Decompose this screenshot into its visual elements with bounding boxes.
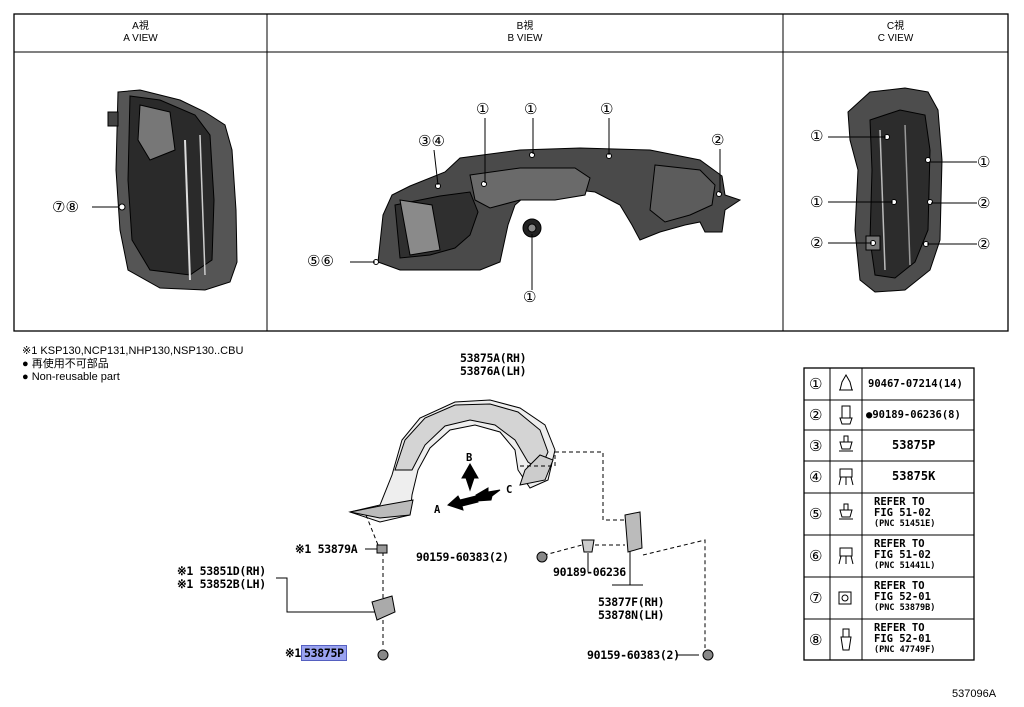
b-view-title-en: B VIEW bbox=[507, 33, 543, 44]
part-53875p-mark: ※1 bbox=[285, 646, 301, 660]
push-clip-icon bbox=[838, 547, 854, 565]
hardware-drawings bbox=[371, 511, 714, 661]
note-non-reusable-jp: ● 再使用不可部品 bbox=[22, 358, 109, 370]
c-view-liner-drawing bbox=[847, 87, 943, 293]
legend-ref-7-pnc: (PNC 53879B) bbox=[874, 603, 936, 613]
push-clip-icon bbox=[838, 468, 854, 486]
b-view-liner-drawing bbox=[373, 147, 742, 271]
part-53851d-rh[interactable]: ※1 53851D(RH) bbox=[177, 564, 266, 578]
assembly-leaders bbox=[276, 451, 706, 656]
part-90159-60383-top[interactable]: 90159-60383(2) bbox=[416, 550, 509, 564]
part-53878n-lh[interactable]: 53878N(LH) bbox=[598, 608, 665, 622]
c-view-callout-1c: ① bbox=[810, 193, 824, 211]
b-view-callout-1c: ① bbox=[600, 100, 614, 118]
note-applicable-models: ※1 KSP130,NCP131,NHP130,NSP130..CBU bbox=[22, 345, 244, 357]
legend-ref-7-line1: REFER TO bbox=[874, 580, 925, 592]
legend-ref-6-line1: REFER TO bbox=[874, 538, 925, 550]
a-view-header: A視 A VIEW bbox=[14, 21, 267, 45]
b-view-callout-3-4: ③④ bbox=[418, 132, 445, 150]
b-view-callout-5-6: ⑤⑥ bbox=[307, 252, 334, 270]
legend-ref-6-line2: FIG 51-02 bbox=[874, 549, 931, 561]
legend-ref-6[interactable]: REFER TO FIG 51-02 (PNC 51441L) bbox=[874, 538, 936, 572]
screw-grommet-icon bbox=[839, 405, 853, 425]
part-90159-60383-bottom[interactable]: 90159-60383(2) bbox=[587, 648, 680, 662]
legend-num-4: ④ bbox=[809, 468, 823, 486]
legend-num-5: ⑤ bbox=[809, 505, 823, 523]
part-53852b-lh[interactable]: ※1 53852B(LH) bbox=[177, 577, 266, 591]
legend-part-1[interactable]: 90467-07214(14) bbox=[868, 378, 963, 390]
b-view-callout-1a: ① bbox=[476, 100, 490, 118]
arrow-label-a: A bbox=[434, 504, 441, 516]
c-view-callout-2c: ② bbox=[977, 235, 991, 253]
notes-block: ※1 KSP130,NCP131,NHP130,NSP130..CBU ● 再使… bbox=[22, 345, 243, 384]
part-90189-06236[interactable]: 90189-06236 bbox=[553, 565, 626, 579]
rivet-clip-icon bbox=[840, 628, 852, 651]
b-view-header: B視 B VIEW bbox=[267, 21, 783, 45]
liner-exploded-drawing bbox=[348, 399, 556, 523]
c-view-callout-1b: ① bbox=[977, 153, 991, 171]
part-label-liner[interactable]: 53875A(RH) 53876A(LH) bbox=[460, 351, 527, 378]
a-view-title-jp: A視 bbox=[132, 21, 149, 32]
c-view-title-jp: C視 bbox=[886, 21, 905, 32]
legend-num-2: ② bbox=[809, 406, 823, 424]
note-non-reusable-en: ● Non-reusable part bbox=[22, 371, 120, 383]
part-label-seal[interactable]: 53877F(RH) 53878N(LH) bbox=[598, 595, 665, 622]
b-view-callout-2: ② bbox=[711, 131, 725, 149]
part-53875a-rh[interactable]: 53875A(RH) bbox=[460, 351, 527, 365]
legend-ref-6-pnc: (PNC 51441L) bbox=[874, 561, 936, 571]
legend-part-2[interactable]: ●90189-06236(8) bbox=[866, 409, 961, 421]
legend-ref-5-line1: REFER TO bbox=[874, 496, 925, 508]
a-view-title-en: A VIEW bbox=[123, 33, 158, 44]
legend-part-3[interactable]: 53875P bbox=[892, 438, 936, 452]
legend-num-7: ⑦ bbox=[809, 589, 823, 607]
legend-ref-7[interactable]: REFER TO FIG 52-01 (PNC 53879B) bbox=[874, 580, 936, 614]
legend-icons bbox=[838, 373, 854, 651]
b-view-callout-1d: ① bbox=[523, 288, 537, 306]
clip-icon bbox=[839, 373, 853, 391]
arrow-label-c: C bbox=[506, 484, 513, 496]
b-view-title-jp: B視 bbox=[516, 21, 534, 32]
legend-ref-8-line1: REFER TO bbox=[874, 622, 925, 634]
legend-num-6: ⑥ bbox=[809, 547, 823, 565]
c-view-leaders bbox=[828, 136, 977, 245]
c-view-title-en: C VIEW bbox=[877, 33, 914, 44]
nut-clip-icon bbox=[838, 591, 852, 605]
views-frame bbox=[13, 13, 1009, 332]
a-view-callout-7-8: ⑦⑧ bbox=[52, 198, 79, 216]
part-53877f-rh[interactable]: 53877F(RH) bbox=[598, 595, 665, 609]
legend-num-1: ① bbox=[809, 375, 823, 393]
legend-ref-5[interactable]: REFER TO FIG 51-02 (PNC 51451E) bbox=[874, 496, 936, 530]
b-view-leaders bbox=[350, 118, 721, 290]
legend-part-4[interactable]: 53875K bbox=[892, 469, 936, 483]
c-view-callout-2b: ② bbox=[810, 234, 824, 252]
c-view-header: C視 C VIEW bbox=[783, 21, 1008, 45]
a-view-liner-drawing bbox=[107, 89, 238, 291]
arrow-label-b: B bbox=[466, 452, 473, 464]
legend-num-8: ⑧ bbox=[809, 631, 823, 649]
legend-ref-8-pnc: (PNC 47749F) bbox=[874, 645, 936, 655]
legend-ref-5-line2: FIG 51-02 bbox=[874, 507, 931, 519]
part-label-bracket[interactable]: ※1 53851D(RH) ※1 53852B(LH) bbox=[177, 565, 266, 591]
legend-num-3: ③ bbox=[809, 437, 823, 455]
c-view-callout-2a: ② bbox=[977, 194, 991, 212]
part-53879a[interactable]: ※1 53879A bbox=[295, 542, 358, 556]
figure-number: 537096A bbox=[952, 688, 997, 700]
legend-ref-7-line2: FIG 52-01 bbox=[874, 591, 931, 603]
part-53875p-highlighted[interactable]: 53875P bbox=[300, 645, 347, 661]
legend-table-grid bbox=[803, 367, 975, 661]
legend-ref-8-line2: FIG 52-01 bbox=[874, 633, 931, 645]
legend-ref-5-pnc: (PNC 51451E) bbox=[874, 519, 936, 529]
pin-clip-icon bbox=[839, 503, 853, 520]
b-view-callout-1b: ① bbox=[524, 100, 538, 118]
c-view-callout-1a: ① bbox=[810, 127, 824, 145]
pin-clip-icon bbox=[839, 435, 853, 452]
legend-ref-8[interactable]: REFER TO FIG 52-01 (PNC 47749F) bbox=[874, 622, 936, 656]
part-53876a-lh[interactable]: 53876A(LH) bbox=[460, 364, 527, 378]
view-direction-arrows bbox=[447, 462, 501, 511]
